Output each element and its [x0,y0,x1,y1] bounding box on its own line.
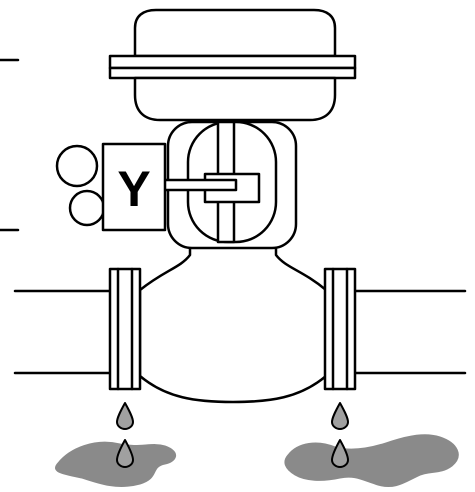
gauge-circle-top [55,144,99,188]
actuator-upper-housing [133,8,337,58]
positioner-label: Y [117,161,150,217]
gauge-circle-bottom [68,189,106,227]
flange-left [108,267,142,391]
actuator-flange-top [108,54,357,70]
drip-left-falling [116,402,134,430]
valve-body [138,244,328,404]
actuator-flange-bottom [108,66,357,80]
leak-puddle-left [55,441,176,487]
drip-right-landing [331,439,349,468]
actuator-lower-housing [133,76,337,122]
drip-right-falling [331,402,349,430]
positioner-feedback-arm [160,178,238,192]
leak-puddle-right [284,434,459,488]
positioner-box [101,142,167,232]
drip-left-landing [116,439,134,468]
flange-right [323,267,357,391]
